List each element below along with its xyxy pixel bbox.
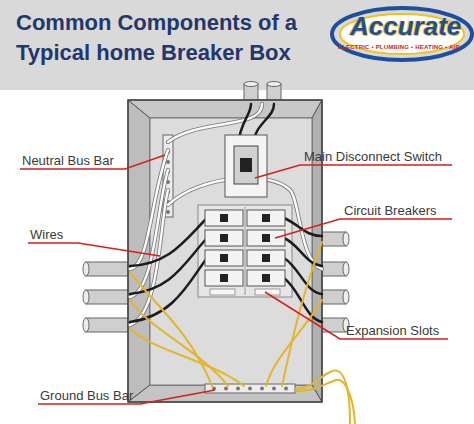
circuit-breakers-part [220,254,228,262]
ground-wires-part [296,380,355,424]
breaker-plate-part [210,289,235,295]
circuit-breakers-part [262,274,270,282]
leader-lines-part [275,219,452,238]
ground-bus-bar-part [272,387,276,391]
breaker-plate [198,205,292,297]
right-conduits-part [322,232,346,246]
logo-swoosh-part [332,8,472,60]
main-disconnect-switch-part [225,135,267,197]
ground-bus-bar-part [284,387,288,391]
leader-lines-part [28,243,160,256]
header-band-part [0,0,474,90]
white-wires-part-part [130,150,168,269]
part-label: Expansion Slots [346,323,439,338]
left-conduits-part [86,290,130,304]
ground-wires-part [130,328,244,386]
right-conduits-part [343,262,349,276]
circuit-breakers-part [205,230,243,246]
circuit-breakers-part [220,234,228,242]
circuit-breakers-part [247,270,285,286]
box-enclosure-part [128,100,322,118]
header-band [0,0,474,90]
logo-tagline: ELECTRIC • PLUMBING • HEATING • AIR [338,44,460,50]
box-enclosure [128,100,322,402]
ground-bus-bar-part [236,387,240,391]
box-enclosure-part [128,385,322,402]
right-conduits-part [343,290,349,304]
ground-wires-part [296,371,350,424]
circuit-breakers-part [220,274,228,282]
top-conduits-part [244,82,258,87]
right-conduits [322,232,349,332]
left-conduits-part [83,262,89,276]
leader-lines-part [255,165,452,178]
left-conduits-part [83,318,89,332]
circuit-breakers [205,210,285,286]
ground-bus-bar-part [260,387,264,391]
leader-lines-part [265,292,448,339]
circuit-breakers-part [262,234,270,242]
ground-bus-bar-part [224,387,228,391]
white-wires-part [130,104,322,325]
black-wires-part [130,218,207,266]
ground-wires-part [130,272,212,386]
box-enclosure-part [312,100,322,402]
circuit-breakers-part [205,270,243,286]
main-disconnect-switch-part [234,146,258,184]
circuit-breakers-part [220,214,228,222]
right-conduits-part [322,290,346,304]
ground-wires-part [266,300,322,386]
circuit-breakers-part [247,250,285,266]
breaker-plate-part [245,207,246,295]
left-conduits-part [86,318,130,332]
white-wires [130,104,322,325]
white-wires-part-part [130,150,168,269]
black-wires [130,104,322,322]
white-wires-part [130,104,322,325]
circuit-breakers-part [247,210,285,226]
main-disconnect-switch [225,135,267,197]
leader-lines [20,155,452,404]
left-conduits [83,262,130,332]
logo-wordmark: Accurate [350,11,461,42]
top-conduits-part [267,82,281,87]
ground-bus-bar-part [248,387,252,391]
logo-swoosh [332,8,472,60]
black-wires-part [284,258,322,294]
circuit-breakers-part [262,214,270,222]
part-label: Circuit Breakers [344,203,436,218]
right-conduits-part [343,232,349,246]
ground-wires-part [130,300,228,386]
part-label: Neutral Bus Bar [22,153,114,168]
main-disconnect-switch-part [240,158,252,172]
right-conduits-part [322,262,346,276]
part-label: Main Disconnect Switch [304,149,442,164]
box-enclosure-part [128,100,322,402]
part-label: Wires [30,227,63,242]
part-label: Ground Bus Bar [40,388,133,403]
neutral-bus-bar-part [166,210,170,214]
circuit-breakers-part [247,230,285,246]
ground-wires [130,242,355,424]
circuit-breakers-part [262,254,270,262]
ground-wires-part [282,242,322,386]
circuit-breakers-part [205,210,243,226]
breaker-plate-part [198,205,292,297]
left-conduits-part [83,290,89,304]
circuit-breakers-part [205,250,243,266]
page-title: Common Components of a Typical home Brea… [16,8,326,68]
left-conduits-part [86,262,130,276]
